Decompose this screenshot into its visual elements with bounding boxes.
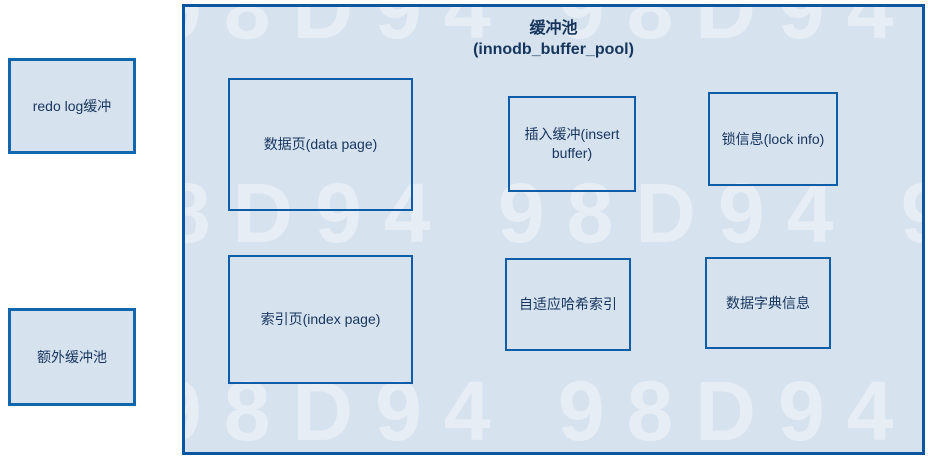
buffer-pool-container: 98D94 98D94 98D94 98D94 98D94 98D94 98D9… (182, 4, 925, 455)
node-label: 锁信息(lock info) (721, 130, 825, 147)
node-label: 索引页(index page) (260, 311, 381, 327)
node-redo-log-buffer: redo log缓冲 (8, 58, 136, 154)
node-label: 额外缓冲池 (37, 348, 107, 365)
node-adaptive-hash-index: 自适应哈希索引 (505, 258, 631, 351)
node-label: redo log缓冲 (32, 97, 112, 114)
node-index-page: 索引页(index page) (228, 255, 413, 384)
node-data-page: 数据页(data page) (228, 78, 413, 211)
node-label: 插入缓冲(insert buffer) (524, 126, 620, 161)
watermark-layer: 98D94 98D94 98D94 98D94 98D94 98D94 98D9… (185, 7, 922, 452)
node-label: 自适应哈希索引 (519, 296, 617, 312)
buffer-pool-title-line2: (innodb_buffer_pool) (473, 41, 634, 58)
node-lock-info: 锁信息(lock info) (708, 92, 838, 186)
node-data-dictionary: 数据字典信息 (705, 257, 831, 349)
node-extra-buffer-pool: 额外缓冲池 (8, 308, 136, 406)
node-label: 数据页(data page) (263, 136, 378, 152)
node-label: 数据字典信息 (726, 294, 810, 311)
buffer-pool-title: 缓冲池 (innodb_buffer_pool) (182, 18, 925, 60)
node-insert-buffer: 插入缓冲(insert buffer) (508, 96, 636, 192)
buffer-pool-title-line1: 缓冲池 (529, 20, 578, 37)
